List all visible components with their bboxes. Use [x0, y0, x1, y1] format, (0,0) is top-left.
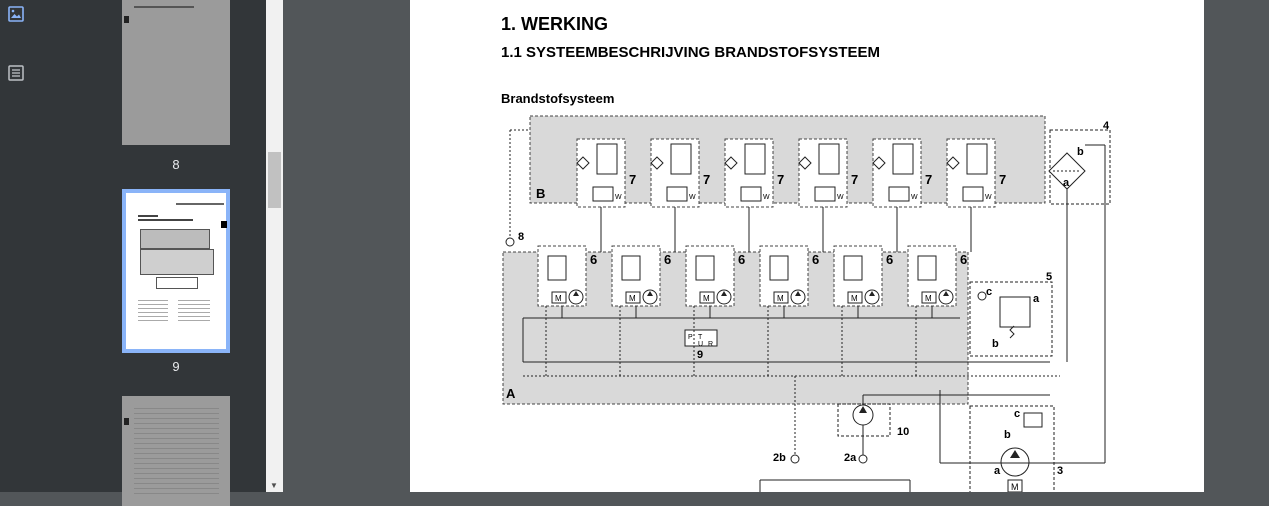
injector-unit: W7: [650, 138, 710, 252]
outline-icon[interactable]: [7, 64, 25, 82]
motor-m: M: [629, 294, 636, 303]
document-viewer[interactable]: 1. WERKING 1.1 SYSTEEMBESCHRIJVING BRAND…: [283, 0, 1269, 492]
label-7: 7: [925, 172, 932, 187]
label-6: 6: [738, 252, 745, 267]
thumbnail-label: 9: [172, 359, 180, 374]
injector-unit: W7: [798, 138, 858, 252]
label-b: B: [536, 186, 545, 201]
valve-5-b: b: [992, 338, 999, 350]
motor-m: M: [925, 294, 932, 303]
label-3: 3: [1057, 465, 1063, 477]
label-6: 6: [960, 252, 967, 267]
valve-w: W: [911, 194, 918, 201]
label-7: 7: [851, 172, 858, 187]
scroll-down-icon[interactable]: ▼: [270, 481, 278, 490]
valve-5-c: c: [986, 286, 992, 298]
section-title: Brandstofsysteem: [501, 91, 615, 106]
page-subheading: 1.1 SYSTEEMBESCHRIJVING BRANDSTOFSYSTEEM: [501, 44, 880, 61]
filter-b: b: [1077, 146, 1084, 158]
scrollbar-thumb[interactable]: [268, 152, 281, 208]
label-7: 7: [777, 172, 784, 187]
injector-unit: W7: [724, 138, 784, 252]
motor-m: M: [851, 294, 858, 303]
valve-5-a: a: [1033, 293, 1040, 305]
label-7: 7: [999, 172, 1006, 187]
pump-unit: M6: [537, 245, 597, 376]
sensor-p: P: [688, 334, 693, 341]
motor-m: M: [555, 294, 562, 303]
thumbnail-panel: 8 9: [33, 0, 266, 506]
pump-unit: M6: [833, 245, 893, 376]
label-2a: 2a: [844, 452, 857, 464]
pump-unit: M6: [907, 245, 967, 376]
pump-unit: M6: [611, 245, 671, 376]
pump-unit: M6: [685, 245, 745, 376]
pump-unit: M6: [759, 245, 819, 376]
fuel-system-diagram: B A P T U R 9 8 a b 4: [502, 115, 1111, 492]
label-6: 6: [664, 252, 671, 267]
valve-w: W: [615, 194, 622, 201]
label-2b: 2b: [773, 452, 786, 464]
valve-w: W: [689, 194, 696, 201]
page-thumbnail-10[interactable]: [122, 396, 230, 506]
pump-3-a: a: [994, 465, 1001, 477]
label-4: 4: [1103, 120, 1110, 132]
label-9: 9: [697, 349, 703, 361]
pdf-page: 1. WERKING 1.1 SYSTEEMBESCHRIJVING BRAND…: [410, 0, 1204, 492]
sensor-t: T: [698, 334, 703, 341]
motor-m: M: [777, 294, 784, 303]
page-thumbnail-8[interactable]: [122, 0, 230, 145]
pump-3-motor: M: [1011, 482, 1019, 492]
label-6: 6: [590, 252, 597, 267]
label-6: 6: [812, 252, 819, 267]
label-5: 5: [1046, 271, 1052, 283]
injector-unit: W7: [576, 138, 636, 252]
thumbnail-label: 8: [172, 157, 180, 172]
label-8: 8: [518, 231, 524, 243]
filter-a: a: [1063, 177, 1070, 189]
valve-w: W: [837, 194, 844, 201]
label-a: A: [506, 386, 516, 401]
sensor-r: R: [708, 341, 713, 348]
injector-unit: W7: [946, 138, 1006, 252]
label-7: 7: [629, 172, 636, 187]
label-7: 7: [703, 172, 710, 187]
pump-3-b: b: [1004, 429, 1011, 441]
label-10: 10: [897, 426, 909, 438]
label-6: 6: [886, 252, 893, 267]
image-icon[interactable]: [7, 5, 25, 23]
pump-3-c: c: [1014, 408, 1020, 420]
motor-m: M: [703, 294, 710, 303]
page-thumbnail-9[interactable]: [122, 189, 230, 353]
valve-w: W: [763, 194, 770, 201]
valve-w: W: [985, 194, 992, 201]
sidebar-rail: [0, 0, 33, 492]
page-heading: 1. WERKING: [501, 14, 609, 34]
injector-unit: W7: [872, 138, 932, 252]
sensor-u: U: [698, 341, 703, 348]
thumbnail-scrollbar[interactable]: ▼: [266, 0, 283, 492]
